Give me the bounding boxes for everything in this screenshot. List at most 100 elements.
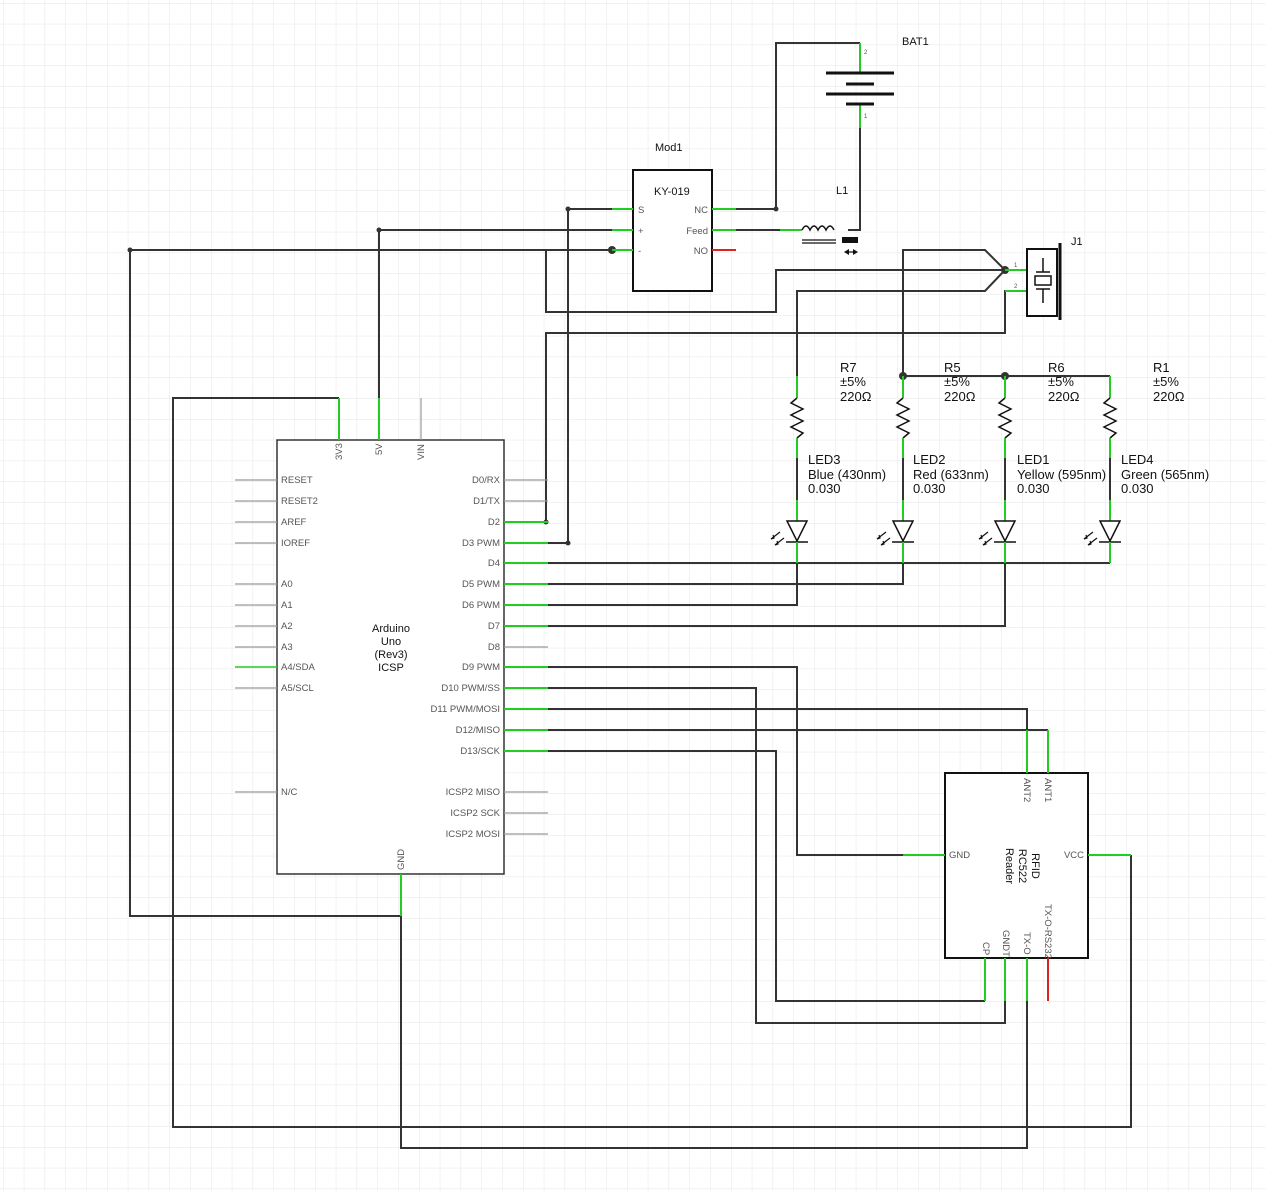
mod1-ref: Mod1 [655, 142, 683, 154]
mod1-pin-s: S [638, 205, 644, 216]
arduino-name-4: ICSP [378, 662, 404, 674]
led-led3[interactable]: LED3 Blue (430nm) 0.030 [770, 452, 886, 563]
arduino-pin-5v: 5V [374, 443, 385, 455]
r7-tol: ±5% [840, 374, 866, 389]
r6-val: 220Ω [1048, 389, 1080, 404]
arduino-pin-reset: RESET [281, 475, 313, 486]
rfid-name-2: RC522 [1016, 849, 1028, 883]
arduino-pin-d8: D8 [488, 642, 500, 653]
led3-val: 0.030 [808, 481, 841, 496]
r6-tol: ±5% [1048, 374, 1074, 389]
led2-ref: LED2 [913, 452, 946, 467]
led2-val: 0.030 [913, 481, 946, 496]
r6-ref: R6 [1048, 360, 1065, 375]
led2-color: Red (633nm) [913, 467, 989, 482]
rfid-rc522[interactable]: ANT2 ANT1 GND VCC CP GNDT TX-O TX-O-RS23… [903, 730, 1131, 1001]
led-led1[interactable]: LED1 Yellow (595nm) 0.030 [978, 452, 1106, 563]
rfid-pin-gndt: GNDT [1000, 930, 1011, 957]
arduino-pin-icsp2-mosi: ICSP2 MOSI [446, 829, 500, 840]
arduino-pin-nc: N/C [281, 787, 298, 798]
mod1-title: KY-019 [654, 186, 690, 198]
mod1-pin-no: NO [694, 246, 708, 257]
arduino-pin-d5: D5 PWM [462, 579, 500, 590]
resistor-r6[interactable]: R6 ±5% 220Ω [997, 360, 1080, 458]
inductor-l1[interactable]: L1 [780, 185, 858, 255]
wire-d6-led[interactable] [548, 563, 798, 606]
arduino-pin-d1: D1/TX [473, 496, 501, 507]
wire-minus-gnd[interactable] [129, 249, 612, 917]
wire-d5-led[interactable] [548, 563, 904, 585]
r7-ref: R7 [840, 360, 857, 375]
j1-pin1-num: 1 [1014, 263, 1018, 269]
mod1-pin-minus: - [638, 246, 641, 257]
led3-ref: LED3 [808, 452, 841, 467]
wire-d9-rfid-gnd[interactable] [548, 666, 903, 856]
wire-s-d3[interactable] [548, 208, 612, 544]
wire-d11-ant2[interactable] [548, 708, 1028, 730]
arduino-name-2: Uno [381, 636, 401, 648]
arduino-pin-d4: D4 [488, 558, 500, 569]
arduino-pin-ioref: IOREF [281, 538, 310, 549]
j1-pin2-num: 2 [1014, 284, 1018, 290]
mod1-pin-nc: NC [694, 205, 708, 216]
rfid-name-1: RFID [1029, 853, 1041, 879]
wire-d7-led[interactable] [548, 563, 1006, 627]
led1-color: Yellow (595nm) [1017, 467, 1106, 482]
resistor-r7[interactable]: R7 ±5% 220Ω [789, 360, 872, 458]
wire-d10-gndt[interactable] [548, 687, 1006, 1024]
arduino-pin-d13: D13/SCK [460, 746, 500, 757]
wire-minus-j1[interactable] [545, 250, 1005, 313]
j1-label: J1 [1071, 236, 1083, 248]
wire-3v3-vcc[interactable] [172, 397, 1132, 1128]
bat1-label: BAT1 [902, 36, 929, 48]
arduino-pin-d7: D7 [488, 621, 500, 632]
r1-tol: ±5% [1153, 374, 1179, 389]
r5-tol: ±5% [944, 374, 970, 389]
arduino-pin-a0: A0 [281, 579, 293, 590]
battery-bat1[interactable]: BAT1 2 1 [826, 36, 929, 128]
arduino-pin-aref: AREF [281, 517, 307, 528]
arduino-right-pins: D0/RX D1/TX D2 D3 PWM D4 D5 PWM D6 PWM D… [431, 475, 548, 840]
arduino-pin-3v3: 3V3 [334, 443, 345, 460]
connector-j1[interactable]: J1 1 2 [1005, 236, 1083, 320]
led1-ref: LED1 [1017, 452, 1050, 467]
led-led2[interactable]: LED2 Red (633nm) 0.030 [876, 452, 989, 563]
arduino-pin-d0: D0/RX [472, 475, 501, 486]
arduino-pin-d9: D9 PWM [462, 662, 500, 673]
mod1-pin-feed: Feed [686, 226, 708, 237]
led1-val: 0.030 [1017, 481, 1050, 496]
arduino-pin-gnd: GND [396, 849, 407, 870]
rfid-pin-txo-rs232: TX-O-RS232 [1042, 904, 1053, 959]
wire-d13-cp[interactable] [548, 750, 985, 1002]
arduino-pin-a2: A2 [281, 621, 293, 632]
arduino-pin-d6: D6 PWM [462, 600, 500, 611]
arduino-name-3: (Rev3) [374, 649, 407, 661]
wire-bat-l1[interactable] [848, 128, 861, 231]
led4-color: Green (565nm) [1121, 467, 1209, 482]
wire-bat-nc[interactable] [736, 42, 860, 210]
arduino-pin-d11: D11 PWM/MOSI [431, 704, 501, 715]
wire-gnd-txo[interactable] [400, 916, 1028, 1149]
rfid-name-3: Reader [1003, 848, 1015, 884]
rfid-pin-gnd: GND [949, 850, 970, 861]
arduino-pin-d12: D12/MISO [456, 725, 500, 736]
led4-ref: LED4 [1121, 452, 1154, 467]
arduino-pin-a5: A5/SCL [281, 683, 314, 694]
module-mod1[interactable]: Mod1 KY-019 S + - NC Feed NO [612, 142, 736, 292]
r1-ref: R1 [1153, 360, 1170, 375]
r7-val: 220Ω [840, 389, 872, 404]
resistor-r1[interactable]: R1 ±5% 220Ω [1102, 360, 1185, 458]
rfid-pin-ant2: ANT2 [1021, 778, 1032, 802]
arduino-pin-icsp2-miso: ICSP2 MISO [446, 787, 500, 798]
arduino-pin-a4: A4/SDA [281, 662, 315, 673]
led-led4[interactable]: LED4 Green (565nm) 0.030 [1083, 452, 1209, 563]
rfid-pin-cp: CP [980, 942, 991, 955]
arduino-pin-d3: D3 PWM [462, 538, 500, 549]
arduino-name-1: Arduino [372, 623, 410, 635]
arduino-pin-vin: VIN [416, 444, 427, 460]
resistor-r5[interactable]: R5 ±5% 220Ω [895, 360, 976, 458]
arduino-uno[interactable]: 3V3 5V VIN GND Arduino Uno (Rev3) ICSP R… [235, 398, 548, 916]
bat1-pin1-num: 1 [864, 114, 868, 120]
arduino-pin-reset2: RESET2 [281, 496, 318, 507]
